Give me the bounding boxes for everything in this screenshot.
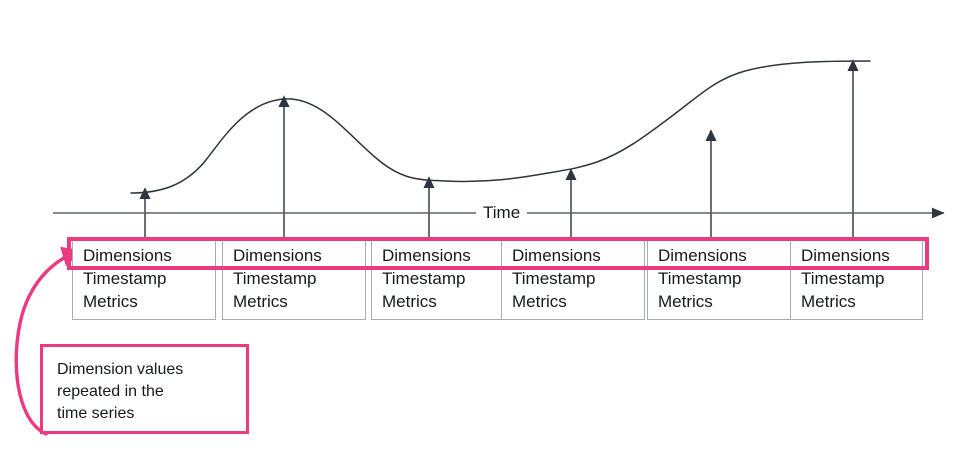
- record-timestamp-label: Timestamp: [233, 269, 317, 288]
- record-metrics-label: Metrics: [83, 292, 138, 311]
- record-timestamp-label: Timestamp: [801, 269, 885, 288]
- record-box[interactable]: Dimensions Timestamp Metrics: [647, 237, 791, 320]
- record-dimensions-label: Dimensions: [658, 246, 747, 265]
- record-box[interactable]: Dimensions Timestamp Metrics: [72, 237, 216, 320]
- record-dimensions-label: Dimensions: [382, 246, 471, 265]
- callout-connector-arrow: [14, 246, 83, 436]
- metric-curve: [130, 60, 871, 194]
- record-timestamp-label: Timestamp: [512, 269, 596, 288]
- record-dimensions-label: Dimensions: [512, 246, 601, 265]
- record-box[interactable]: Dimensions Timestamp Metrics: [790, 237, 923, 320]
- time-axis-label: Time: [476, 204, 528, 222]
- record-metrics-label: Metrics: [382, 292, 437, 311]
- record-dimensions-label: Dimensions: [233, 246, 322, 265]
- record-metrics-label: Metrics: [658, 292, 713, 311]
- record-timestamp-label: Timestamp: [83, 269, 167, 288]
- callout-text: Dimension values repeated in the time se…: [57, 361, 184, 422]
- record-timestamp-label: Timestamp: [658, 269, 742, 288]
- record-dimensions-label: Dimensions: [801, 246, 890, 265]
- record-metrics-label: Metrics: [233, 292, 288, 311]
- record-metrics-label: Metrics: [801, 292, 856, 311]
- callout-box: Dimension values repeated in the time se…: [40, 344, 249, 434]
- record-metrics-label: Metrics: [512, 292, 567, 311]
- record-box[interactable]: Dimensions Timestamp Metrics: [501, 237, 645, 320]
- record-timestamp-label: Timestamp: [382, 269, 466, 288]
- record-box[interactable]: Dimensions Timestamp Metrics: [371, 237, 515, 320]
- record-box[interactable]: Dimensions Timestamp Metrics: [222, 237, 366, 320]
- record-dimensions-label: Dimensions: [83, 246, 172, 265]
